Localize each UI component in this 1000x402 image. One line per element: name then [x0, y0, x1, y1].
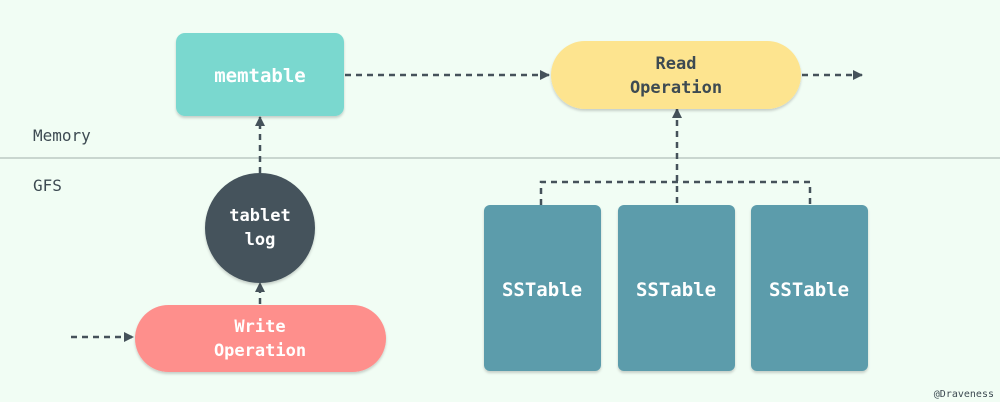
write-operation-label-line1: Write: [234, 317, 285, 337]
sstable-node: SSTable: [618, 205, 735, 371]
tablet-log-label-line1: tablet: [229, 206, 290, 226]
read-operation-node: Read Operation: [551, 41, 801, 109]
sstable-node: SSTable: [751, 205, 868, 371]
sstable-label: SSTable: [636, 279, 716, 301]
tablet-log-label-line2: log: [245, 230, 276, 250]
tablet-log-node: tablet log: [205, 173, 315, 283]
memtable-label: memtable: [214, 65, 306, 87]
memtable-node: memtable: [176, 33, 344, 116]
sstable-label: SSTable: [502, 279, 582, 301]
write-operation-label-line2: Operation: [214, 341, 306, 361]
memory-zone-label: Memory: [33, 126, 91, 145]
sstable-label: SSTable: [769, 279, 849, 301]
credit-label: @Draveness: [934, 389, 994, 400]
gfs-zone-label: GFS: [33, 176, 62, 195]
write-operation-node: Write Operation: [135, 305, 386, 372]
connectors: [71, 70, 863, 342]
sstable-node: SSTable: [484, 205, 601, 371]
sstable-merge-line: [539, 180, 812, 205]
read-operation-label-line1: Read: [656, 54, 697, 74]
read-operation-label-line2: Operation: [630, 78, 722, 98]
